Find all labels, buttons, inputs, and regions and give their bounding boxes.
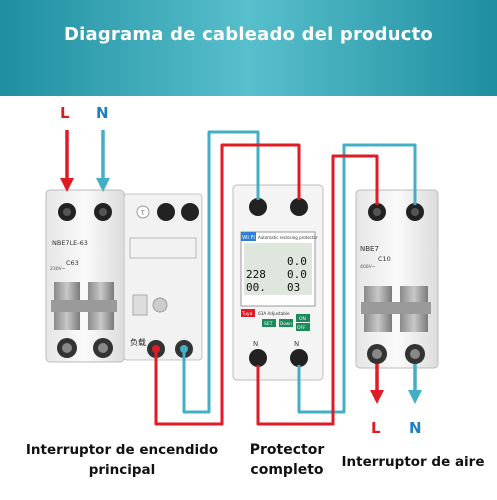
svg-text:T: T xyxy=(140,210,145,217)
reading-current: 0.0 xyxy=(287,268,307,281)
set-button[interactable] xyxy=(262,319,276,327)
header-banner: Diagrama de cableado del producto xyxy=(0,0,497,96)
air-breaker: NBE7 C10 400V~ xyxy=(355,189,439,369)
reading-power: 00. xyxy=(246,281,266,294)
air-breaker-voltage: 400V~ xyxy=(360,264,376,270)
reading-energy: 03 xyxy=(287,281,300,294)
output-n-arrow-icon xyxy=(408,390,422,404)
protector-output-n xyxy=(290,349,308,367)
input-n-arrow-icon xyxy=(96,178,110,192)
wire-neutral-protector-to-air xyxy=(297,143,417,414)
output-l-label: L xyxy=(371,419,381,437)
air-breaker-body xyxy=(355,189,439,369)
svg-text:N: N xyxy=(294,340,299,348)
protector-caption: Automatic reclosing protector xyxy=(258,235,318,240)
wire-live-protector-to-air xyxy=(256,154,379,426)
main-breaker-voltage: 230V~ xyxy=(50,266,66,272)
input-arrows xyxy=(60,130,110,192)
protector-output-l xyxy=(249,349,267,367)
protector-caption-line1: Protector xyxy=(249,442,325,458)
rating-text: 63A Adjustable xyxy=(258,311,290,316)
page-title: Diagrama de cableado del producto xyxy=(63,24,434,45)
protector-input-n xyxy=(290,198,308,216)
main-breaker-body xyxy=(45,189,125,363)
wifi-label: Wi Fi xyxy=(242,235,255,241)
input-l-label: L xyxy=(60,104,70,122)
wire-live-main-to-protector xyxy=(154,143,301,426)
main-breaker: NBE7LE-63 C63 230V~ T 负载 xyxy=(45,189,203,363)
svg-text:N: N xyxy=(253,340,258,348)
wire-neutral-main-to-protector xyxy=(182,130,260,414)
reading-voltage: 228 xyxy=(246,268,266,281)
svg-text:OFF: OFF xyxy=(297,325,306,331)
down-button[interactable] xyxy=(279,319,293,327)
reading-top: 0.0 xyxy=(287,255,307,268)
main-breaker-rating: C63 xyxy=(66,259,79,267)
wires xyxy=(154,130,417,426)
protector-input-l xyxy=(249,198,267,216)
input-n-label: N xyxy=(96,104,109,122)
svg-text:Down: Down xyxy=(280,321,292,326)
rcd-toggle xyxy=(132,294,148,316)
output-arrows xyxy=(370,364,422,404)
tuya-button[interactable] xyxy=(241,309,255,317)
output-n-label: N xyxy=(409,419,422,437)
input-l-arrow-icon xyxy=(60,178,74,192)
rcd-load-mark: 负载 xyxy=(130,337,146,347)
main-breaker-caption: Interruptor de encendido principal xyxy=(22,440,222,480)
main-breaker-caption-line2: principal xyxy=(88,462,156,478)
main-breaker-model: NBE7LE-63 xyxy=(52,239,88,247)
rcd-module-body xyxy=(123,193,203,361)
svg-text:Tuya: Tuya xyxy=(241,311,253,317)
protector-caption-label: Protector completo xyxy=(240,440,334,480)
on-button[interactable] xyxy=(296,314,310,322)
svg-text:ON: ON xyxy=(299,316,306,322)
protector-device: Wi Fi Automatic reclosing protector 0.0 … xyxy=(232,184,324,381)
output-l-arrow-icon xyxy=(370,390,384,404)
main-breaker-caption-line1: Interruptor de encendido xyxy=(25,442,219,458)
off-button[interactable] xyxy=(296,323,310,331)
svg-text:SET: SET xyxy=(264,321,273,327)
air-breaker-model: NBE7 xyxy=(360,245,379,253)
air-breaker-caption: Interruptor de aire xyxy=(341,454,485,470)
air-breaker-rating: C10 xyxy=(378,255,391,263)
protector-caption-line2: completo xyxy=(250,462,324,478)
rcd-test-button xyxy=(136,205,150,219)
